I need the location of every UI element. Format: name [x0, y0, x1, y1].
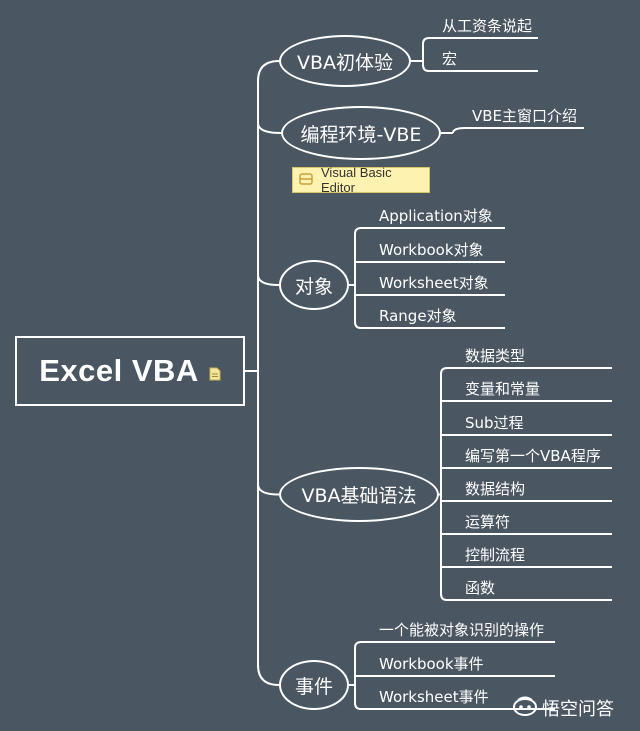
leaf-underline-2-3: [354, 321, 505, 329]
branch-node-0[interactable]: VBA初体验: [279, 35, 411, 87]
leaf-underline-3-7: [440, 593, 612, 601]
root-title: Excel VBA: [39, 353, 199, 388]
note-text: Visual Basic Editor: [321, 165, 392, 195]
branch-node-1[interactable]: 编程环境-VBE: [281, 106, 441, 160]
leaf-underline-0-1: [422, 64, 538, 72]
leaf-node[interactable]: Range对象: [379, 307, 457, 325]
leaf-node[interactable]: Workbook事件: [379, 655, 484, 673]
watermark: 悟空问答: [512, 695, 614, 721]
branch-label: VBA初体验: [296, 51, 394, 74]
leaf-node[interactable]: 宏: [442, 50, 458, 68]
branch-label: VBA基础语法: [301, 485, 417, 507]
leaf-underline-1-0: [452, 127, 584, 134]
leaf-node[interactable]: Sub过程: [465, 414, 524, 432]
leaf-underline-4-2: [354, 702, 555, 710]
trunk-line: [257, 60, 280, 686]
leaf-underline-3-0: [440, 367, 612, 375]
branch-label: 对象: [294, 275, 333, 298]
wukong-logo-icon: [512, 695, 538, 722]
root-node[interactable]: Excel VBA: [15, 336, 245, 406]
leaf-underline-4-0: [354, 641, 555, 649]
document-icon[interactable]: [209, 353, 221, 389]
branch-connector-2: [257, 274, 280, 286]
leaf-node[interactable]: 变量和常量: [465, 380, 541, 398]
note-visual-basic-editor[interactable]: Visual Basic Editor: [292, 165, 430, 195]
branch-node-2[interactable]: 对象: [279, 260, 349, 310]
leaf-node[interactable]: 数据类型: [465, 347, 526, 365]
branch-label: 编程环境-VBE: [300, 123, 422, 146]
leaf-node[interactable]: 编写第一个VBA程序: [465, 447, 601, 465]
leaf-node[interactable]: Application对象: [379, 207, 493, 225]
leaf-underline-2-0: [354, 227, 505, 235]
branch-connector-1: [257, 122, 282, 134]
leaf-node[interactable]: Worksheet事件: [379, 688, 489, 706]
leaf-node[interactable]: 函数: [465, 579, 496, 597]
leaf-underline-0-0: [422, 37, 538, 45]
leaf-node[interactable]: 一个能被对象识别的操作: [379, 621, 545, 639]
leaf-node[interactable]: Worksheet对象: [379, 274, 489, 292]
branch-connector-3: [257, 484, 280, 496]
note-icon: [299, 172, 313, 188]
leaf-node[interactable]: 运算符: [465, 513, 511, 531]
leaf-node[interactable]: Workbook对象: [379, 241, 484, 259]
watermark-text: 悟空问答: [542, 699, 614, 720]
leaf-node[interactable]: 控制流程: [465, 546, 526, 564]
branch-node-3[interactable]: VBA基础语法: [279, 467, 439, 522]
branch-node-4[interactable]: 事件: [279, 660, 349, 710]
branch-label: 事件: [294, 675, 333, 698]
leaf-node[interactable]: 从工资条说起: [442, 17, 533, 35]
leaf-node[interactable]: VBE主窗口介绍: [472, 107, 578, 125]
leaf-node[interactable]: 数据结构: [465, 480, 526, 498]
